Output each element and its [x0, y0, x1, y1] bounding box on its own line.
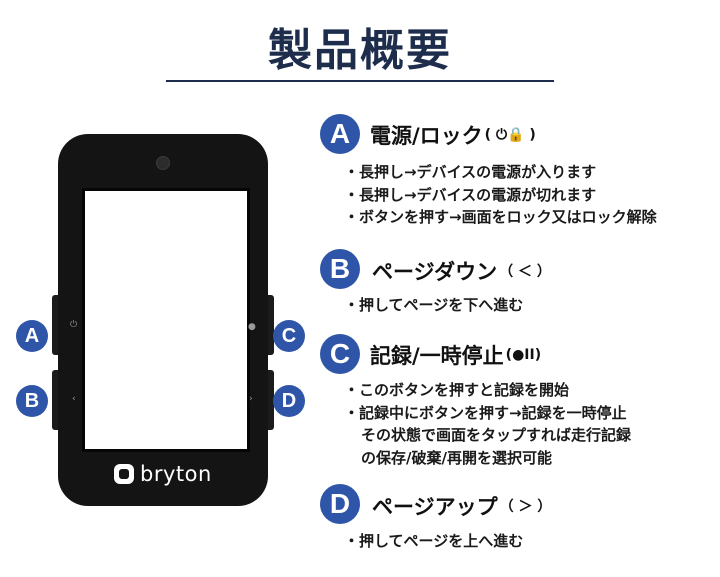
section-c-line: ・このボタンを押すと記録を開始 [344, 381, 570, 399]
section-d-line: ・押してページを上へ進む [344, 532, 524, 550]
page-up-glyph-icon: › [249, 394, 253, 404]
section-a-heading: 電源/ロック ( ⏻🔒 ) [370, 120, 536, 150]
section-b-symbol: （ ＜ ） [499, 264, 551, 280]
title-underline [166, 80, 554, 82]
callout-badge-d: D [273, 385, 305, 417]
section-a-line: ・ボタンを押す→画面をロック又はロック解除 [344, 208, 657, 226]
page-title: 製品概要 [268, 25, 452, 76]
light-sensor [156, 156, 170, 170]
section-a-line: ・長押し→デバイスの電源が切れます [344, 185, 597, 204]
section-b-badge: B [320, 249, 360, 289]
page-down-glyph-icon: ‹ [72, 394, 76, 404]
brand-name: bryton [140, 462, 212, 486]
power-lock-glyph-icon: ⏻ [70, 320, 78, 330]
callout-badge-b: B [16, 385, 48, 417]
section-c-description: ・このボタンを押すと記録を開始 ・記録中にボタンを押す→記録を一時停止 その状態… [344, 379, 631, 469]
device-button-b [52, 370, 62, 430]
section-d-description: ・押してページを上へ進む [344, 530, 523, 553]
device-button-a [52, 295, 62, 355]
section-b-title: ページダウン [372, 260, 498, 284]
device-button-d [264, 370, 274, 430]
device-button-c [264, 295, 274, 355]
device-screen [82, 188, 250, 452]
section-a-line: ・長押し→デバイスの電源が入ります [344, 163, 597, 181]
record-pause-glyph-icon: ● [248, 322, 256, 332]
section-c-line: その状態で画面をタップすれば走行記録 [361, 426, 632, 444]
bryton-logo-icon [114, 464, 134, 484]
brand-logo: bryton [114, 462, 212, 486]
callout-badge-c: C [273, 320, 305, 352]
section-d-badge: D [320, 484, 360, 524]
section-d-symbol: （ ＞ ） [499, 499, 552, 515]
section-c-symbol: (●II) [505, 347, 542, 363]
section-c-heading: 記録/一時停止 (●II) [370, 340, 541, 370]
callout-badge-a: A [16, 320, 48, 352]
section-d-title: ページアップ [372, 495, 498, 519]
section-a-badge: A [320, 114, 360, 154]
section-a-description: ・長押し→デバイスの電源が入ります ・長押し→デバイスの電源が切れます ・ボタン… [344, 161, 657, 229]
section-c-title: 記録/一時停止 [370, 344, 504, 368]
section-b-line: ・押してページを下へ進む [344, 296, 524, 314]
section-d-heading: ページアップ （ ＞ ） [372, 491, 551, 521]
section-c-line: ・記録中にボタンを押す→記録を一時停止 [344, 403, 627, 422]
section-a-symbol: ( ⏻🔒 ) [484, 127, 536, 143]
section-b-heading: ページダウン （ ＜ ） [372, 256, 551, 286]
section-a-title: 電源/ロック [370, 124, 483, 148]
section-c-line: の保存/破棄/再開を選択可能 [361, 448, 552, 467]
section-b-description: ・押してページを下へ進む [344, 294, 523, 317]
section-c-badge: C [320, 334, 360, 374]
